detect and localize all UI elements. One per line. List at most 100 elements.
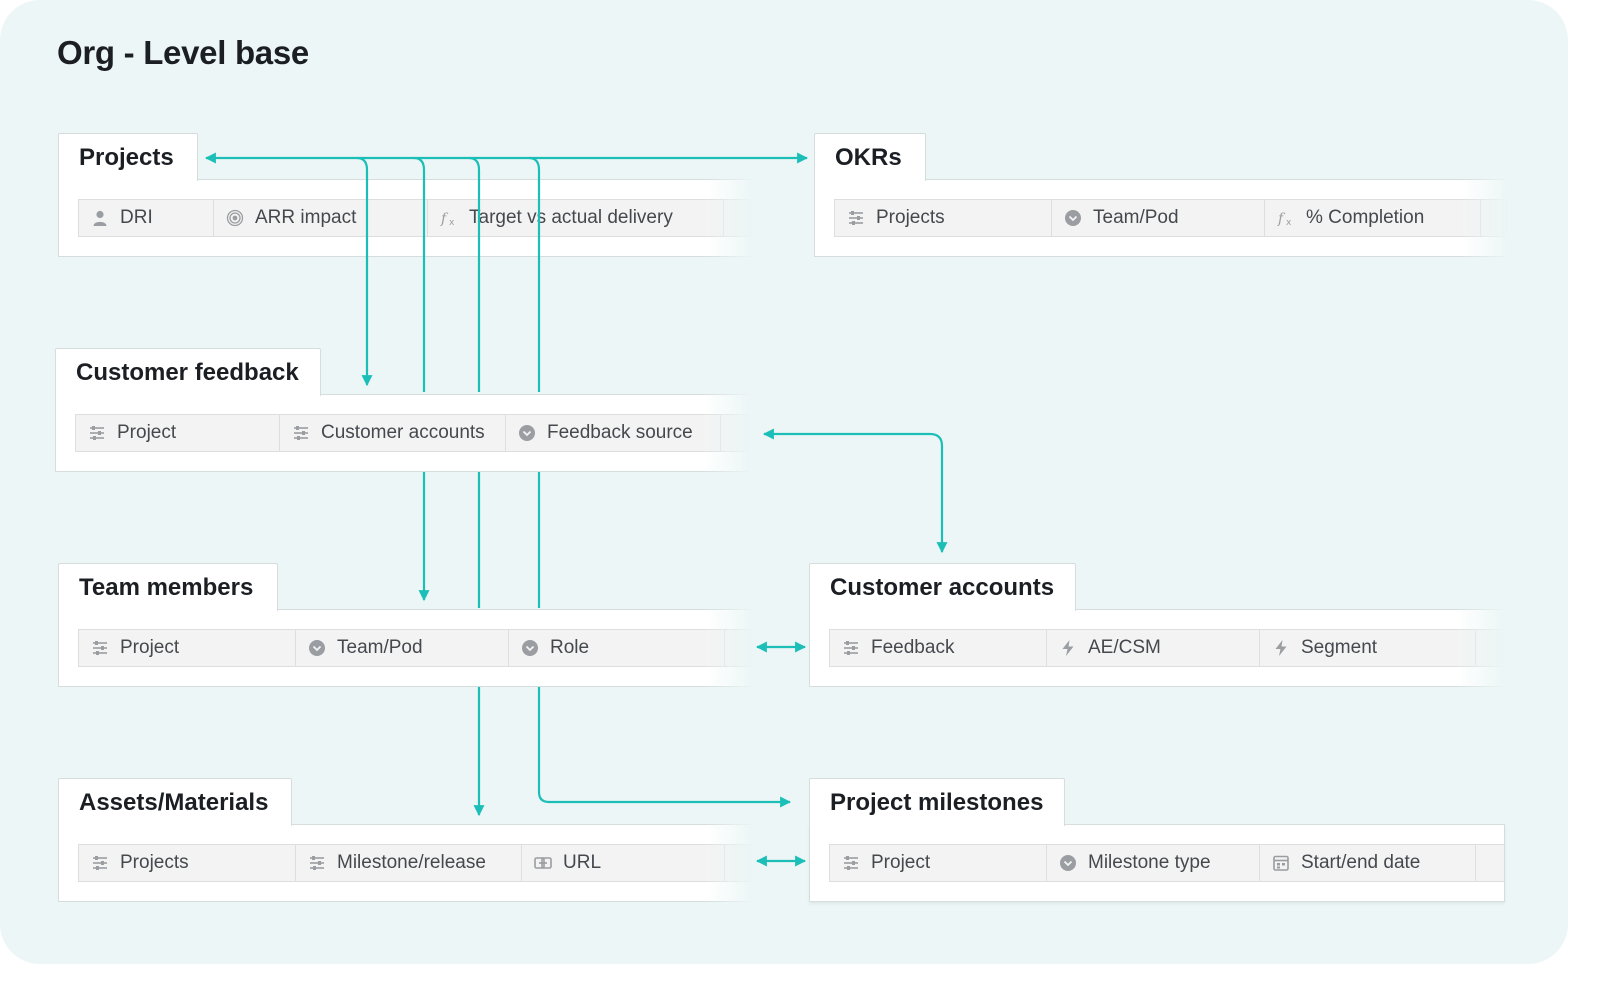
field-label: Projects	[876, 207, 945, 228]
link-icon	[89, 852, 111, 874]
field-accounts-segment[interactable]: Segment	[1259, 629, 1476, 667]
link-icon	[89, 637, 111, 659]
field-assets-url[interactable]: URL	[521, 844, 725, 882]
field-label: URL	[563, 852, 602, 873]
field-feedback-customer-accounts[interactable]: Customer accounts	[279, 414, 506, 452]
link-icon	[306, 852, 328, 874]
field-label: Start/end date	[1301, 852, 1421, 873]
field-label: Role	[550, 637, 590, 658]
field-feedback-project[interactable]: Project	[75, 414, 280, 452]
field-milestones-start-end-date[interactable]: Start/end date	[1259, 844, 1476, 882]
single-select-icon	[306, 637, 328, 659]
link-team-to-milestones	[537, 687, 792, 808]
field-team-project[interactable]: Project	[78, 629, 296, 667]
field-projects-more	[723, 199, 754, 237]
rollup-icon	[224, 207, 246, 229]
field-label: % Completion	[1306, 207, 1425, 228]
table-body-assets-materials: Projects Milestone/release URL	[58, 824, 754, 902]
svg-text:f: f	[1277, 211, 1286, 227]
table-tab-team-members[interactable]: Team members	[58, 563, 278, 611]
page-title: Org - Level base	[57, 34, 309, 71]
single-select-icon	[1062, 207, 1084, 229]
table-tab-customer-accounts[interactable]: Customer accounts	[809, 563, 1076, 611]
single-select-icon	[519, 637, 541, 659]
field-accounts-feedback[interactable]: Feedback	[829, 629, 1047, 667]
link-icon	[86, 422, 108, 444]
field-feedback-more	[720, 414, 751, 452]
field-team-more	[724, 629, 754, 667]
single-select-icon	[516, 422, 538, 444]
field-label: Projects	[120, 852, 189, 873]
table-body-team-members: Project Team/Pod Role	[58, 609, 754, 687]
table-body-project-milestones: Project Milestone type Start/end date	[809, 824, 1505, 902]
field-accounts-more	[1475, 629, 1505, 667]
table-project-milestones: Project milestones Project Milestone typ…	[809, 778, 1505, 902]
table-body-customer-accounts: Feedback AE/CSM Segment	[809, 609, 1505, 687]
field-label: Feedback	[871, 637, 955, 658]
field-label: ARR impact	[255, 207, 357, 228]
link-projects-to-feedback	[356, 156, 373, 387]
field-label: Project	[871, 852, 931, 873]
single-select-icon	[1057, 852, 1079, 874]
calendar-icon	[1270, 852, 1292, 874]
field-label: Customer accounts	[321, 422, 485, 443]
link-icon	[845, 207, 867, 229]
table-customer-feedback: Customer feedback Project Customer accou…	[55, 348, 751, 472]
field-assets-milestone-release[interactable]: Milestone/release	[295, 844, 522, 882]
field-label: Milestone type	[1088, 852, 1211, 873]
table-customer-accounts: Customer accounts Feedback AE/CSM Segmen…	[809, 563, 1505, 687]
field-assets-more	[724, 844, 754, 882]
table-assets-materials: Assets/Materials Projects Milestone/rele…	[58, 778, 754, 902]
field-label: Team/Pod	[1093, 207, 1179, 228]
connector-lines	[204, 152, 948, 867]
diagram-canvas: Org - Level base Projects DRI ARR impact…	[0, 0, 1568, 964]
field-label: Feedback source	[547, 422, 693, 443]
field-label: Project	[117, 422, 177, 443]
link-icon	[290, 422, 312, 444]
table-tab-customer-feedback[interactable]: Customer feedback	[55, 348, 321, 396]
lightning-icon	[1270, 637, 1292, 659]
field-accounts-ae-csm[interactable]: AE/CSM	[1046, 629, 1260, 667]
table-body-customer-feedback: Project Customer accounts Feedback sourc…	[55, 394, 751, 472]
svg-text:x: x	[1286, 218, 1292, 227]
field-milestones-more	[1475, 844, 1504, 882]
table-tab-projects[interactable]: Projects	[58, 133, 198, 181]
field-okrs-team-pod[interactable]: Team/Pod	[1051, 199, 1265, 237]
field-milestones-project[interactable]: Project	[829, 844, 1047, 882]
lightning-icon	[1057, 637, 1079, 659]
url-icon	[532, 852, 554, 874]
link-feedback-accounts	[762, 428, 948, 554]
field-milestones-type[interactable]: Milestone type	[1046, 844, 1260, 882]
link-projects-to-team	[413, 156, 426, 392]
table-tab-okrs[interactable]: OKRs	[814, 133, 926, 181]
link-projects-to-assets	[468, 156, 481, 392]
field-label: Milestone/release	[337, 852, 486, 873]
field-label: Team/Pod	[337, 637, 423, 658]
field-label: DRI	[120, 207, 153, 228]
field-label: Target vs actual delivery	[469, 207, 673, 228]
svg-text:x: x	[449, 218, 455, 227]
link-projects-to-milestones	[528, 156, 541, 392]
table-tab-assets-materials[interactable]: Assets/Materials	[58, 778, 292, 826]
field-okrs-more	[1480, 199, 1510, 237]
link-icon	[840, 637, 862, 659]
field-projects-arr-impact[interactable]: ARR impact	[213, 199, 428, 237]
field-label: AE/CSM	[1088, 637, 1161, 658]
link-icon	[840, 852, 862, 874]
person-icon	[89, 207, 111, 229]
svg-text:f: f	[440, 211, 449, 227]
table-team-members: Team members Project Team/Pod Role	[58, 563, 754, 687]
field-assets-projects[interactable]: Projects	[78, 844, 296, 882]
field-label: Segment	[1301, 637, 1378, 658]
field-team-team-pod[interactable]: Team/Pod	[295, 629, 509, 667]
table-tab-project-milestones[interactable]: Project milestones	[809, 778, 1065, 826]
field-okrs-projects[interactable]: Projects	[834, 199, 1052, 237]
